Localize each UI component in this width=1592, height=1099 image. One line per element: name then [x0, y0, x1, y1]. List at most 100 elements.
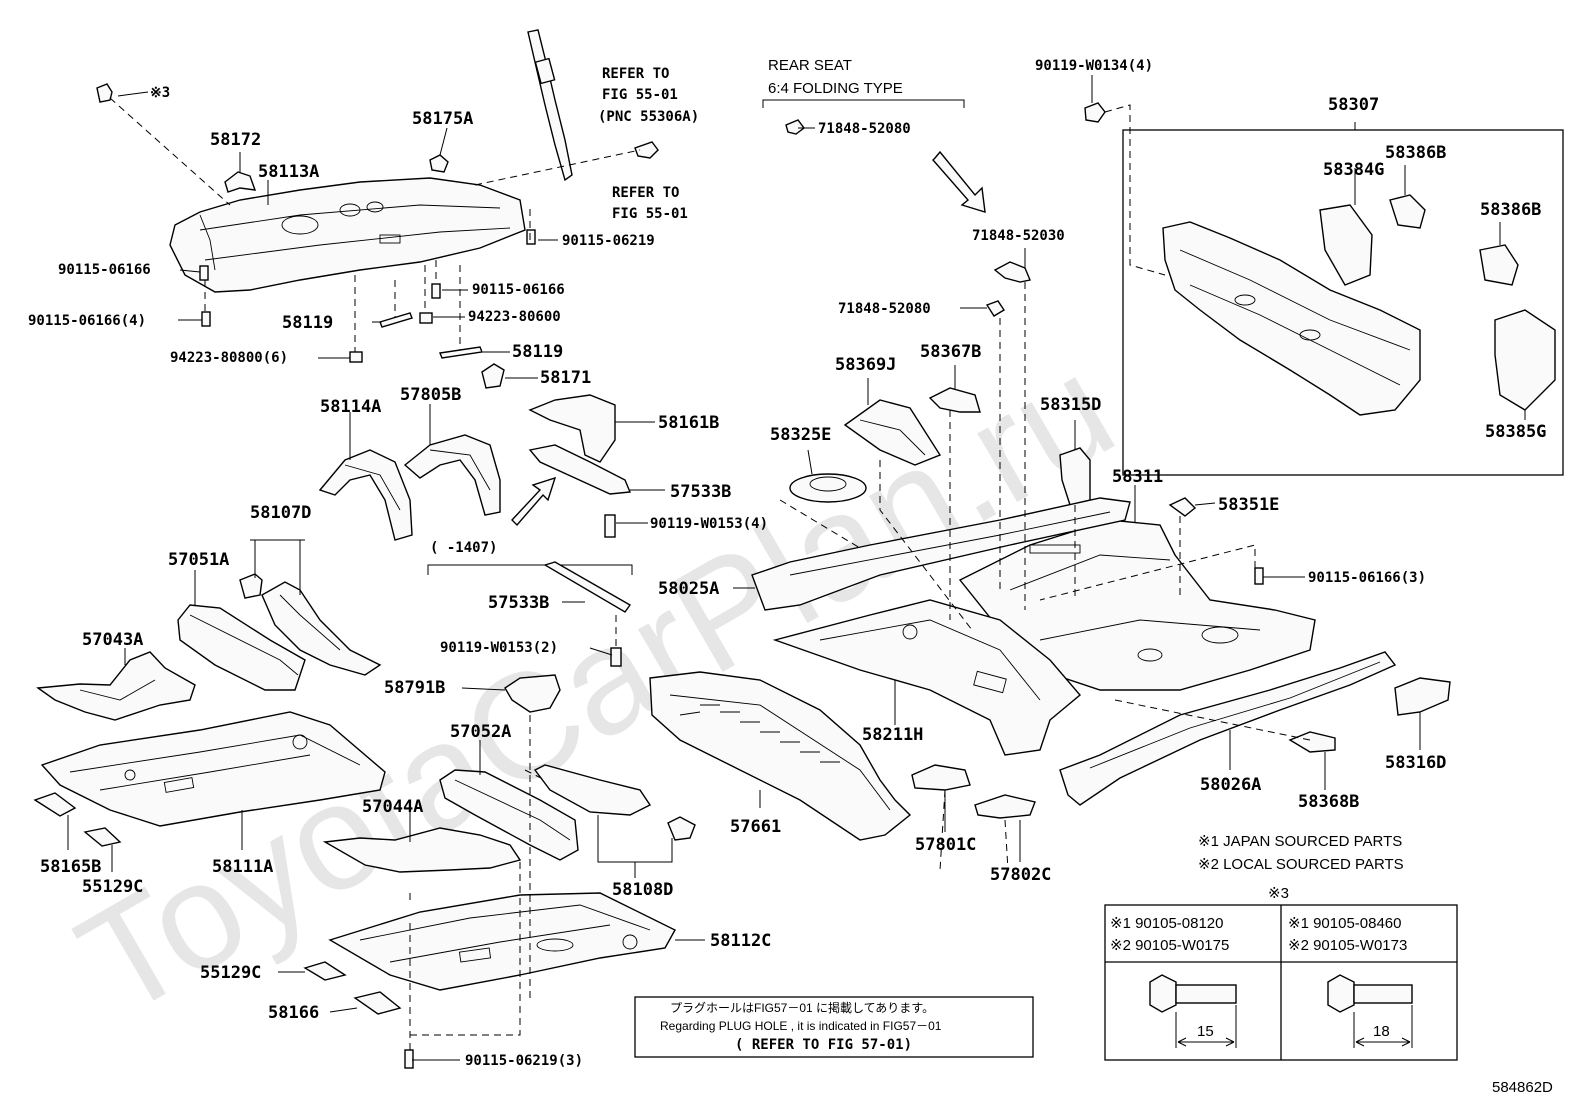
label-90119-W0134-4: 90119-W0134(4): [1035, 58, 1153, 74]
label-58386B-b: 58386B: [1480, 200, 1541, 220]
label-57801C: 57801C: [915, 835, 976, 855]
bolt-table-c2r2: ※2 90105-W0173: [1288, 937, 1407, 954]
label-90115-06219-3: 90115-06219(3): [465, 1053, 583, 1069]
group-box-58307: [1122, 129, 1564, 476]
label-58385G: 58385G: [1485, 422, 1546, 442]
label-57044A: 57044A: [362, 797, 423, 817]
label-58113A: 58113A: [258, 162, 319, 182]
bolt-90115-06166-3: [1254, 567, 1264, 585]
label-58111A: 58111A: [212, 857, 273, 877]
clip-71848-52080-a: [785, 119, 805, 135]
part-55129C-a: [83, 827, 122, 847]
bolt-drawing-2: 18: [1327, 974, 1413, 1048]
label-58175A: 58175A: [412, 109, 473, 129]
bolt-table-c2r1: ※1 90105-08460: [1288, 915, 1402, 932]
plug-note-refer: ( REFER TO FIG 57-01): [735, 1037, 912, 1053]
part-58384G: [1319, 204, 1373, 286]
label-58119-a: 58119: [282, 313, 333, 333]
part-58369J: [843, 399, 942, 466]
label-note3: ※3: [150, 85, 170, 101]
part-58367B: [928, 387, 981, 413]
rear-seat-line1: REAR SEAT: [768, 57, 852, 74]
label-58384G: 58384G: [1323, 160, 1384, 180]
label-57533B-b: 57533B: [488, 593, 549, 613]
label-57805B: 57805B: [400, 385, 461, 405]
label-58025A: 58025A: [658, 579, 719, 599]
part-57052A: [439, 769, 579, 861]
part-58368B: [1288, 731, 1336, 753]
label-58114A: 58114A: [320, 397, 381, 417]
part-58386B-b: [1479, 244, 1519, 286]
nut-94223-80800: [349, 351, 363, 363]
part-57044A: [322, 827, 522, 873]
label-90119-W0153-4: 90119-W0153(4): [650, 516, 768, 532]
label-90115-06219: 90115-06219: [562, 233, 655, 249]
label-58107D: 58107D: [250, 503, 311, 523]
label-58791B: 58791B: [384, 678, 445, 698]
bolt-dim-1: 15: [1197, 1023, 1214, 1040]
part-58107D: [239, 573, 382, 676]
part-58112C: [328, 892, 676, 991]
label-58307: 58307: [1328, 95, 1379, 115]
label-58315D: 58315D: [1040, 395, 1101, 415]
label-57802C: 57802C: [990, 865, 1051, 885]
bolt-note3: [96, 83, 113, 103]
label-58316D: 58316D: [1385, 753, 1446, 773]
label-71848-52080-b: 71848-52080: [838, 301, 931, 317]
bolt-table-c1r1: ※1 90105-08120: [1110, 915, 1224, 932]
label-55129C-b: 55129C: [200, 963, 261, 983]
clip-58119-a: [379, 312, 413, 328]
bolt-drawing-1: 15: [1149, 974, 1237, 1048]
label-58311: 58311: [1112, 467, 1163, 487]
plug-hole-note: プラグホールはFIG57－01 に掲載してあります。 Regarding PLU…: [634, 996, 1034, 1058]
part-seat-belt-anchor: [527, 29, 573, 182]
plug-note-jp: プラグホールはFIG57－01 に掲載してあります。: [670, 1000, 934, 1015]
label-58166: 58166: [268, 1003, 319, 1023]
label-55129C-a: 55129C: [82, 877, 143, 897]
part-57533B-b: [543, 561, 632, 613]
label-58161B: 58161B: [658, 413, 719, 433]
part-57533B-a: [528, 444, 632, 495]
label-58211H: 58211H: [862, 725, 923, 745]
footnote-local: ※2 LOCAL SOURCED PARTS: [1198, 856, 1404, 873]
part-58386B-a: [1389, 194, 1426, 229]
part-57802C: [974, 794, 1036, 819]
label-90115-06166-4: 90115-06166(4): [28, 313, 146, 329]
part-58175A: [429, 154, 449, 173]
bolt-table: ※3 ※1 90105-08120 ※2 90105-W0175 ※1 9010…: [1104, 885, 1458, 1061]
part-58307-panel: [1162, 221, 1421, 416]
bolt-dim-2: 18: [1373, 1023, 1390, 1040]
label-58386B-a: 58386B: [1385, 143, 1446, 163]
part-58325E: [789, 473, 867, 503]
part-58114A: [318, 449, 413, 541]
bolt-90119-W0153-2: [610, 647, 622, 667]
clip-58119-b: [439, 346, 483, 359]
label-58369J: 58369J: [835, 355, 896, 375]
label-71848-52080-a: 71848-52080: [818, 121, 911, 137]
bolt-90115-06219-3: [404, 1049, 414, 1069]
label-71848-52030: 71848-52030: [972, 228, 1065, 244]
part-58211H: [772, 599, 1081, 756]
part-58171: [481, 363, 505, 389]
part-57801C: [911, 764, 971, 791]
label-90119-W0153-2: 90119-W0153(2): [440, 640, 558, 656]
part-58026A: [1059, 651, 1397, 806]
label-57051A: 57051A: [168, 550, 229, 570]
part-58791B: [504, 674, 561, 713]
label-57533B-a: 57533B: [670, 482, 731, 502]
part-58111A: [40, 711, 386, 827]
nut-94223-80600: [419, 312, 433, 324]
label-58368B: 58368B: [1298, 792, 1359, 812]
label-57043A: 57043A: [82, 630, 143, 650]
label-94223-80600: 94223-80600: [468, 309, 561, 325]
arrow-icon: [511, 476, 557, 527]
bolt-90119-W0134-4: [1084, 102, 1106, 123]
rear-seat-line2: 6:4 FOLDING TYPE: [768, 80, 903, 97]
part-58172: [224, 171, 257, 193]
refer-line2: FIG 55-01: [602, 87, 678, 103]
label-94223-80800-6: 94223-80800(6): [170, 350, 288, 366]
arrow-icon-2: [932, 150, 986, 213]
part-57661: [649, 671, 912, 841]
bolt-90115-06166-b: [431, 283, 441, 299]
label-90115-06166-3: 90115-06166(3): [1308, 570, 1426, 586]
